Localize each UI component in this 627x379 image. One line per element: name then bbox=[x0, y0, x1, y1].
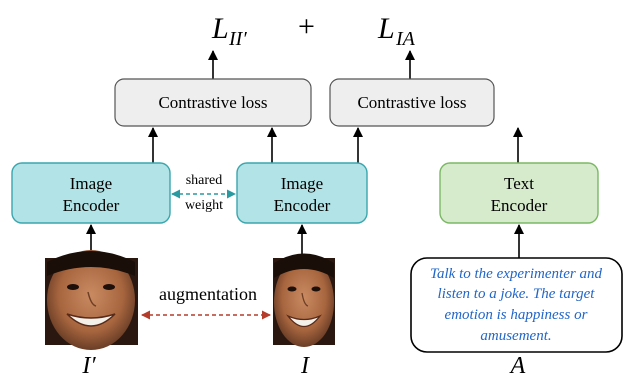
text-encoder-line2: Encoder bbox=[491, 196, 548, 215]
loss-right-symbol: L bbox=[377, 12, 395, 45]
text-encoder-line1: Text bbox=[504, 174, 534, 193]
image-encoder-right-line2: Encoder bbox=[274, 196, 331, 215]
contrastive-loss-box-right: Contrastive loss bbox=[329, 78, 495, 127]
prompt-line-3: emotion is happiness or bbox=[445, 307, 588, 323]
plus-sign: + bbox=[298, 10, 315, 43]
image-encoder-left: Image Encoder bbox=[11, 162, 171, 224]
contrastive-loss-right-label: Contrastive loss bbox=[357, 93, 466, 112]
augmentation-label: augmentation bbox=[159, 284, 257, 304]
prompt-line-2: listen to a joke. The target bbox=[438, 286, 596, 302]
image-encoder-right-line1: Image bbox=[281, 174, 323, 193]
loss-right-subscript: IA bbox=[395, 28, 416, 50]
text-encoder: Text Encoder bbox=[439, 162, 599, 224]
prompt-line-1: Talk to the experimenter and bbox=[430, 266, 602, 282]
shared-weight-line1: shared bbox=[186, 173, 223, 188]
prompt-line-4: amusement. bbox=[480, 328, 551, 344]
loss-left-symbol: L bbox=[211, 12, 229, 45]
connector-hidden bbox=[272, 146, 358, 163]
label-augmented-image: I′ bbox=[81, 353, 96, 379]
face-image bbox=[273, 253, 335, 347]
augmented-face-image bbox=[45, 250, 138, 350]
text-prompt-box: Talk to the experimenter and listen to a… bbox=[410, 257, 623, 353]
contrastive-loss-left-label: Contrastive loss bbox=[158, 93, 267, 112]
shared-weight-line2: weight bbox=[185, 198, 223, 213]
image-encoder-left-line2: Encoder bbox=[63, 196, 120, 215]
loss-left-subscript: II′ bbox=[228, 28, 247, 50]
contrastive-loss-box-left: Contrastive loss bbox=[114, 78, 312, 127]
label-text: A bbox=[509, 353, 526, 379]
label-image: I bbox=[300, 353, 310, 379]
image-encoder-right: Image Encoder bbox=[236, 162, 368, 224]
image-encoder-left-line1: Image bbox=[70, 174, 112, 193]
